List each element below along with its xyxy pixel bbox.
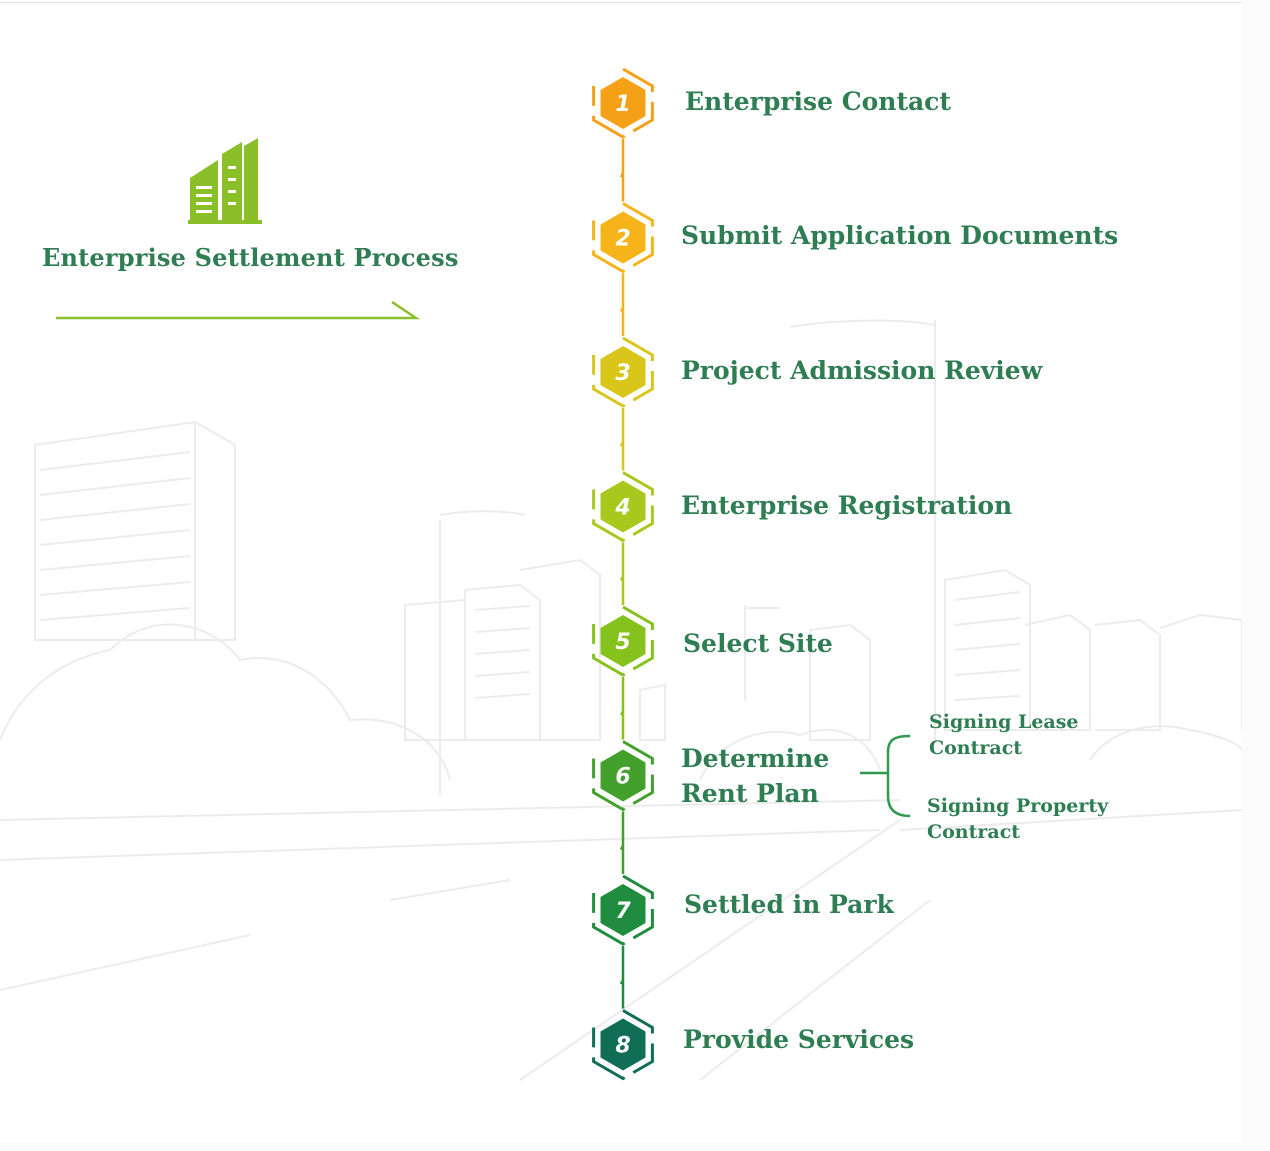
badge-hexagon xyxy=(600,1018,646,1071)
step-6-label-line2: Rent Plan xyxy=(681,779,819,808)
long-arrow-right-icon xyxy=(56,300,421,320)
badge-outline xyxy=(592,336,654,408)
timeline-connectors xyxy=(619,139,625,1009)
step-1-number: 1 xyxy=(615,92,630,117)
rent-plan-bracket xyxy=(860,734,911,818)
rent-option-2-line1: Signing Property xyxy=(927,795,1109,817)
building-icon xyxy=(188,138,262,224)
badge-hexagon xyxy=(600,211,646,264)
rent-option-1-line2: Contract xyxy=(929,737,1023,759)
step-2-label: Submit Application Documents xyxy=(681,221,1119,250)
step-6-number: 6 xyxy=(615,765,630,790)
step-4-label: Enterprise Registration xyxy=(681,491,1013,520)
timeline-connector xyxy=(619,946,625,1009)
badge-outline xyxy=(592,471,654,543)
city-background-illustration xyxy=(0,319,1242,1081)
badge-outline xyxy=(592,740,654,812)
step-2-number: 2 xyxy=(615,227,630,252)
timeline-connector xyxy=(619,542,625,605)
step-1-label: Enterprise Contact xyxy=(685,87,951,116)
badge-hexagon xyxy=(600,480,646,533)
badge-hexagon xyxy=(600,884,646,936)
step-5-label: Select Site xyxy=(683,629,833,658)
step-8-label: Provide Services xyxy=(683,1025,915,1054)
timeline-connector xyxy=(619,677,625,740)
step-timeline: 1 2 3 4 5 6 7 8 xyxy=(592,67,654,1081)
bottom-margin xyxy=(0,1143,1270,1151)
step-7-number: 7 xyxy=(615,899,631,924)
badge-outline xyxy=(592,1009,654,1081)
step-7-label: Settled in Park xyxy=(684,890,894,919)
timeline-connector xyxy=(619,408,625,471)
badge-outline xyxy=(592,874,654,946)
timeline-connector xyxy=(619,273,625,336)
step-4-number: 4 xyxy=(614,496,630,521)
timeline-badges: 1 2 3 4 5 6 7 8 xyxy=(592,67,654,1081)
badge-hexagon xyxy=(600,749,646,802)
rent-option-1-line1: Signing Lease xyxy=(929,711,1079,733)
step-8-badge: 8 xyxy=(592,1009,654,1081)
step-6-badge: 6 xyxy=(592,740,654,812)
timeline-connector xyxy=(619,811,625,874)
step-2-badge: 2 xyxy=(592,202,654,274)
step-1-badge: 1 xyxy=(592,67,654,139)
badge-outline xyxy=(592,202,654,274)
step-3-badge: 3 xyxy=(592,336,654,408)
step-5-number: 5 xyxy=(615,630,630,655)
badge-outline xyxy=(592,67,654,139)
timeline-connector xyxy=(619,139,625,202)
badge-hexagon xyxy=(600,77,646,129)
step-7-badge: 7 xyxy=(592,874,654,946)
rent-option-2-line2: Contract xyxy=(927,821,1021,843)
step-8-number: 8 xyxy=(615,1034,630,1059)
process-title: Enterprise Settlement Process xyxy=(42,243,459,272)
badge-hexagon xyxy=(600,615,646,667)
badge-outline xyxy=(592,605,654,677)
right-margin xyxy=(1242,0,1270,1151)
top-border xyxy=(0,2,1242,3)
step-6-label-line1: Determine xyxy=(681,744,830,773)
step-3-label: Project Admission Review xyxy=(681,356,1043,385)
step-4-badge: 4 xyxy=(592,471,654,543)
badge-hexagon xyxy=(600,346,646,398)
step-5-badge: 5 xyxy=(592,605,654,677)
step-3-number: 3 xyxy=(615,361,630,386)
